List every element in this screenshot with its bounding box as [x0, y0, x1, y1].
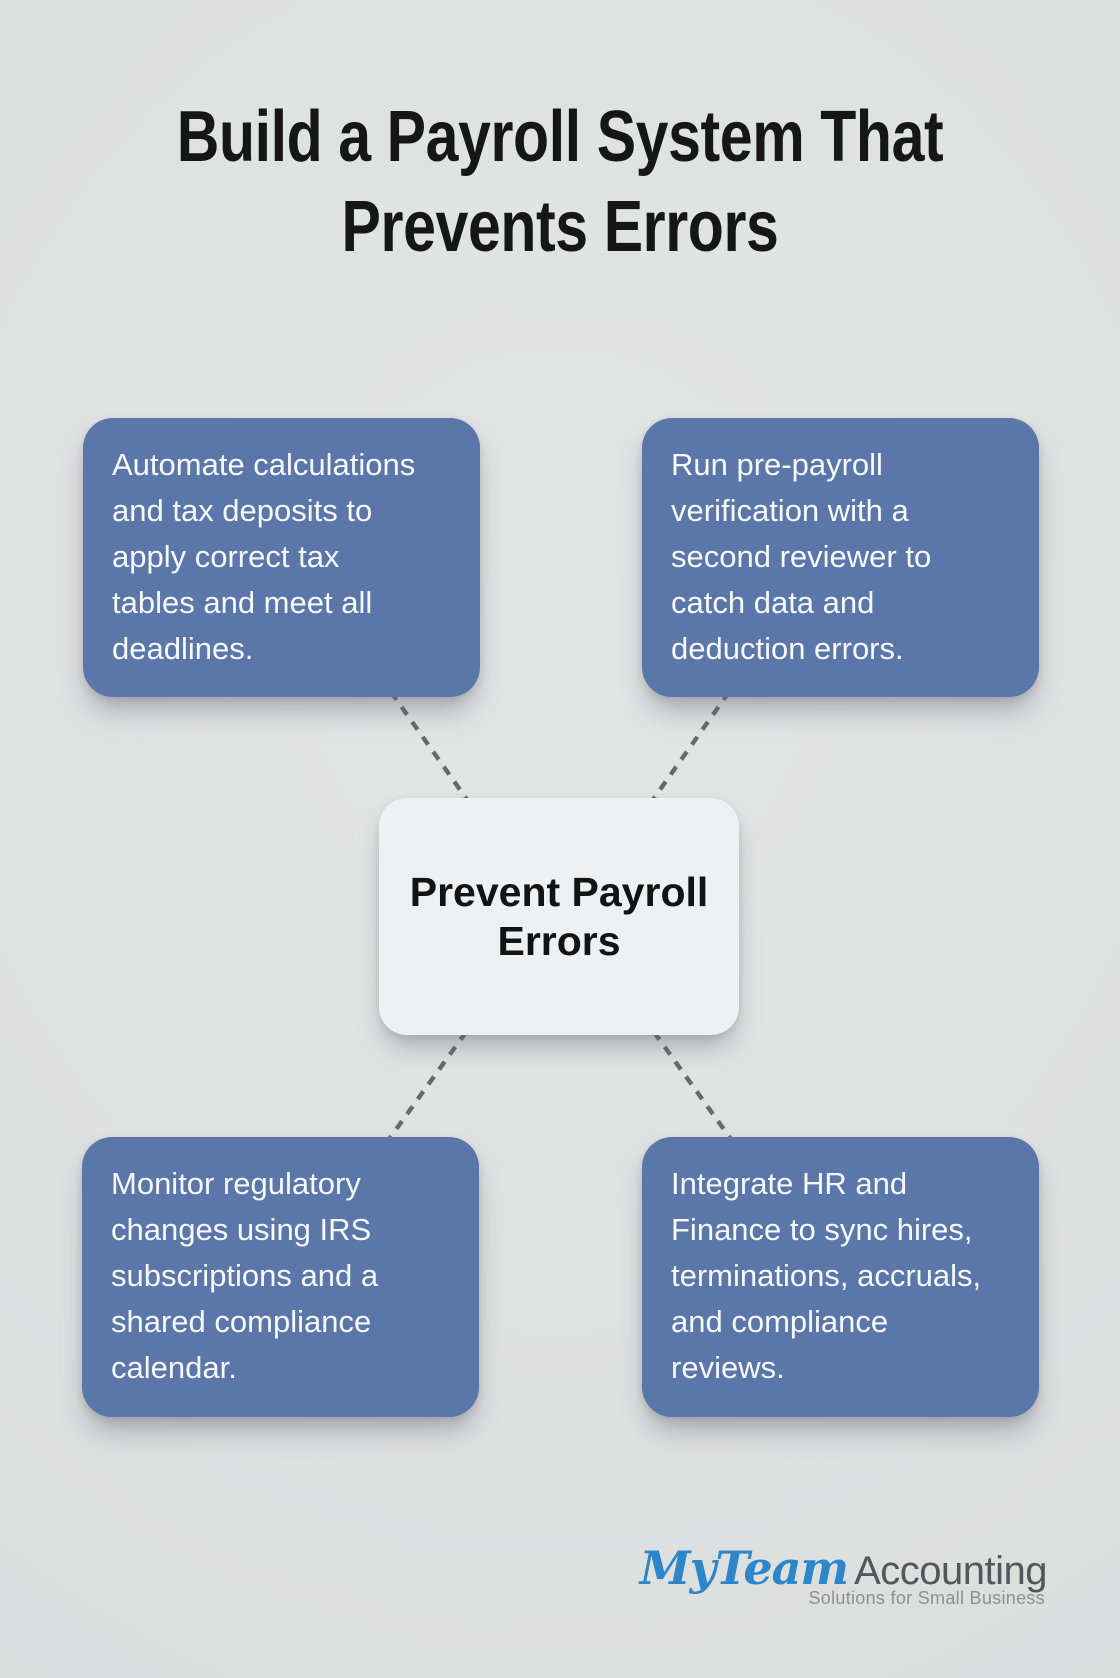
connector-line-bottom-left	[385, 1030, 468, 1144]
brand-tagline: Solutions for Small Business	[808, 1588, 1045, 1608]
center-node-label: Prevent Payroll Errors	[409, 868, 709, 964]
brand-logo: MyTeam Accounting Solutions for Small Bu…	[639, 1541, 1048, 1609]
page-title: Build a Payroll System That Prevents Err…	[0, 0, 1120, 272]
node-top-left: Automate calculations and tax deposits t…	[83, 418, 480, 697]
node-top-right-text: Run pre-payroll verification with a seco…	[671, 447, 932, 666]
connector-line-top-left	[389, 690, 470, 803]
center-node: Prevent Payroll Errors	[379, 798, 739, 1035]
node-bottom-right-text: Integrate HR and Finance to sync hires, …	[671, 1166, 982, 1385]
node-bottom-left: Monitor regulatory changes using IRS sub…	[82, 1137, 479, 1417]
page-title-text: Build a Payroll System That Prevents Err…	[176, 97, 944, 267]
connector-line-top-right	[650, 690, 731, 803]
node-top-left-text: Automate calculations and tax deposits t…	[112, 447, 416, 666]
brand-wordmark: MyTeam Accounting	[639, 1541, 1048, 1595]
node-bottom-right: Integrate HR and Finance to sync hires, …	[642, 1137, 1039, 1417]
node-bottom-left-text: Monitor regulatory changes using IRS sub…	[111, 1166, 379, 1385]
node-top-right: Run pre-payroll verification with a seco…	[642, 418, 1039, 697]
brand-name-accounting: Accounting	[854, 1549, 1047, 1593]
brand-name-myteam: MyTeam	[639, 1541, 849, 1595]
connector-line-bottom-right	[652, 1030, 735, 1144]
